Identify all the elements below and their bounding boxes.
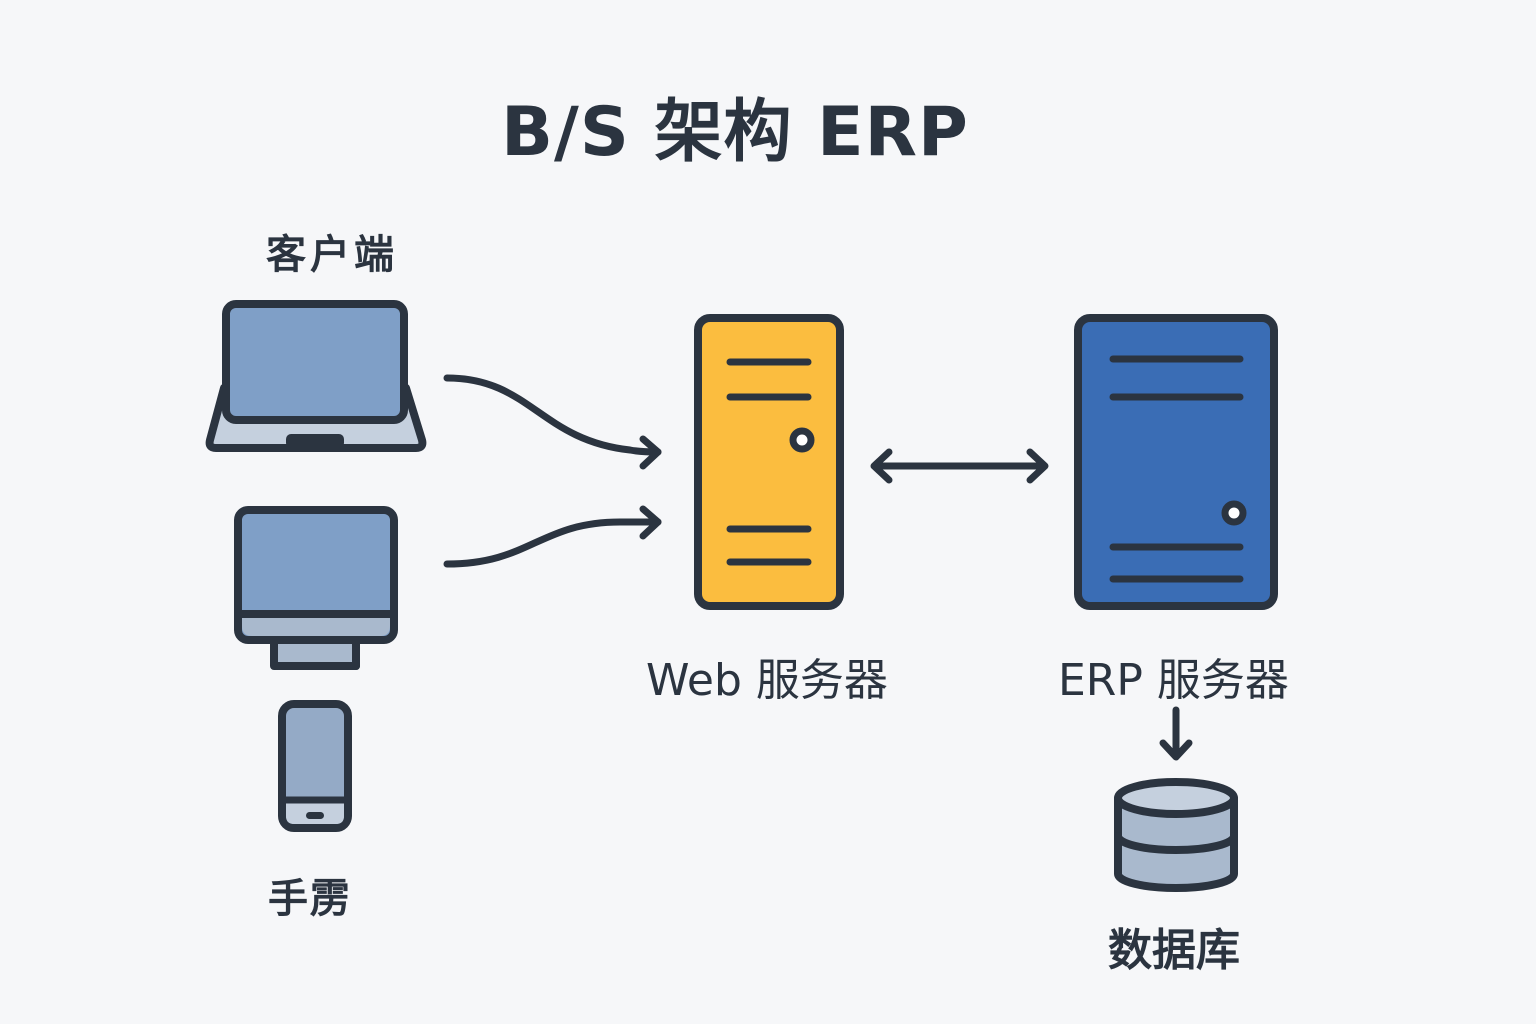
phone-label: 手雳 (268, 876, 352, 922)
diagram-title: B/S 架构 ERP (501, 93, 969, 172)
bidirectional-arrow (870, 448, 1049, 484)
web-server-label: Web 服务器 (646, 655, 888, 706)
laptop-icon (205, 300, 427, 452)
database-icon (1114, 778, 1238, 892)
smartphone-icon (278, 700, 352, 832)
desktop-monitor-icon (234, 506, 398, 670)
arrow-erp-to-database (1159, 706, 1193, 761)
arrow-desktop-to-web-server (443, 505, 662, 568)
erp-server-label: ERP 服务器 (1058, 655, 1289, 706)
erp-server-icon (1074, 314, 1278, 610)
web-server-icon (694, 314, 844, 610)
database-label: 数据库 (1108, 925, 1240, 976)
client-label: 客户端 (266, 232, 398, 278)
arrow-laptop-to-web-server (443, 374, 662, 470)
